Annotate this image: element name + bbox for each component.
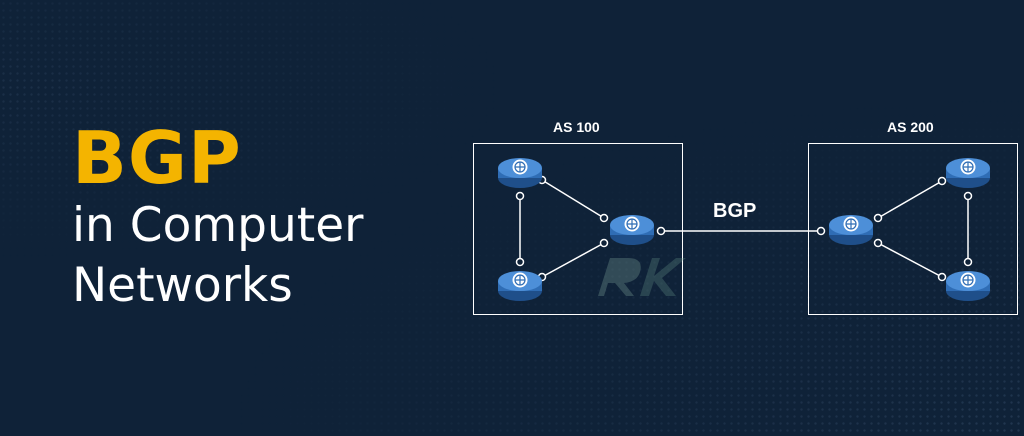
- title-block: BGP in Computer Networks: [72, 122, 363, 314]
- bgp-link: [656, 226, 826, 236]
- as-200-box: [808, 143, 1018, 315]
- as-100-links: [515, 175, 609, 282]
- router-icon: [945, 270, 991, 302]
- rk-watermark: [598, 258, 686, 296]
- router-icon: [497, 157, 543, 189]
- router-icon: [609, 214, 655, 246]
- router-icon: [497, 270, 543, 302]
- bgp-link-label: BGP: [713, 200, 757, 222]
- as-200-links: [873, 176, 973, 282]
- router-icon: [945, 157, 991, 189]
- as-100-box: [473, 143, 683, 315]
- router-icon: [828, 214, 874, 246]
- title-line-2: Networks: [72, 258, 293, 313]
- title-line-1: in Computer: [72, 198, 364, 253]
- as-200-label: AS 200: [887, 119, 934, 135]
- as-100-label: AS 100: [553, 119, 600, 135]
- title-main: BGP: [72, 116, 242, 200]
